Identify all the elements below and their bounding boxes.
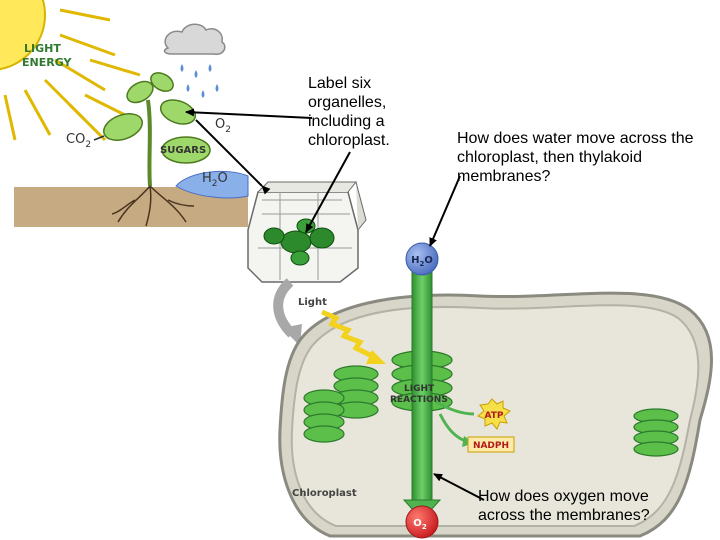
cell-chloroplast — [263, 227, 285, 245]
atp-label: ATP — [484, 411, 503, 421]
leaf — [161, 136, 211, 164]
o2-molecule — [405, 505, 439, 539]
cell-chloroplast — [309, 227, 335, 249]
leaf — [103, 113, 143, 141]
light-reactions-label-2: REACTIONS — [390, 395, 448, 405]
granum-left — [333, 365, 379, 419]
o2-molecule-label: O2 — [413, 518, 427, 531]
granum-left-2 — [303, 389, 345, 443]
chloroplast-diagram: H2O O2 Light LIGHT REACTIONS ATP NADPH C… — [273, 242, 713, 539]
arrow-to-cell-chloroplast — [305, 151, 351, 233]
light-energy-label: LIGHT — [24, 42, 61, 55]
atp-arrow — [435, 400, 475, 416]
atp-burst-icon — [477, 398, 511, 430]
cell-chloroplast — [290, 250, 310, 266]
light-reactions-label: LIGHT — [404, 384, 435, 394]
arrow-to-cell — [195, 119, 271, 195]
annotation-arrows — [185, 108, 485, 501]
question-organelles: Label six organelles, including a chloro… — [308, 75, 390, 149]
leaf — [159, 99, 197, 125]
arrow-to-h2o — [429, 175, 461, 247]
granum-right — [633, 408, 679, 457]
co2-label: CO2 — [66, 132, 91, 150]
light-zigzag-icon — [321, 309, 378, 361]
cell-chloroplast — [280, 230, 312, 254]
arrow-to-plant — [185, 108, 313, 119]
water-pool — [175, 170, 249, 199]
light-energy-label-2: ENERGY — [22, 56, 72, 69]
leaf — [150, 72, 174, 92]
chloroplast-label: Chloroplast — [292, 488, 357, 499]
rain-drops — [180, 64, 219, 98]
nadph-label: NADPH — [473, 441, 509, 451]
leaf — [126, 80, 154, 104]
h2o-molecule-label: H2O — [411, 255, 433, 268]
sun-icon — [0, 0, 141, 142]
leaf-cell-block — [247, 181, 367, 283]
question-water: How does water move across the chloropla… — [457, 130, 694, 185]
cloud-icon — [163, 23, 226, 55]
arrow-to-o2 — [433, 473, 485, 501]
zoom-arrow — [273, 278, 296, 338]
nadph-box — [467, 436, 515, 453]
plant-sketch: LIGHT ENERGY CO2 — [0, 0, 249, 227]
co2-arrow — [93, 135, 105, 141]
sugars-label: SUGARS — [160, 145, 206, 156]
plant — [103, 72, 211, 187]
light-label: Light — [298, 297, 327, 308]
h2o-label: H2O — [202, 171, 228, 189]
o2-label: O2 — [215, 117, 231, 135]
roots — [111, 185, 195, 227]
question-oxygen: How does oxygen move across the membrane… — [478, 488, 650, 524]
h2o-molecule — [405, 242, 439, 276]
